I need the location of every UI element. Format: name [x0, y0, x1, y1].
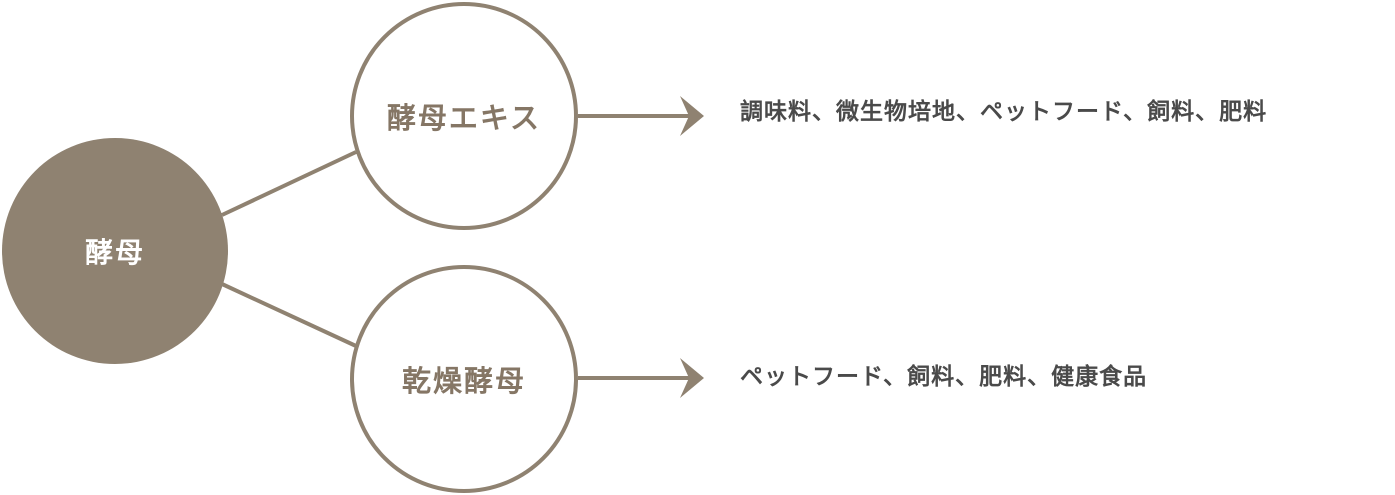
arrow-head-dried	[680, 358, 704, 398]
yeast-extract-node: 酵母エキス	[350, 2, 578, 230]
yeast-extract-label: 酵母エキス	[386, 101, 542, 135]
dried-yeast-node: 乾燥酵母	[350, 265, 578, 493]
yeast-extract-uses: 調味料、微生物培地、ペットフード、飼料、肥料	[740, 99, 1268, 125]
connector-root-to-dried	[221, 282, 357, 348]
root-node-label: 酵母	[84, 236, 145, 269]
arrow-head-extract	[680, 96, 704, 136]
connector-root-to-extract	[221, 150, 357, 217]
dried-yeast-label: 乾燥酵母	[401, 364, 526, 398]
dried-yeast-uses: ペットフード、飼料、肥料、健康食品	[740, 364, 1148, 390]
root-node: 酵母	[2, 138, 228, 364]
